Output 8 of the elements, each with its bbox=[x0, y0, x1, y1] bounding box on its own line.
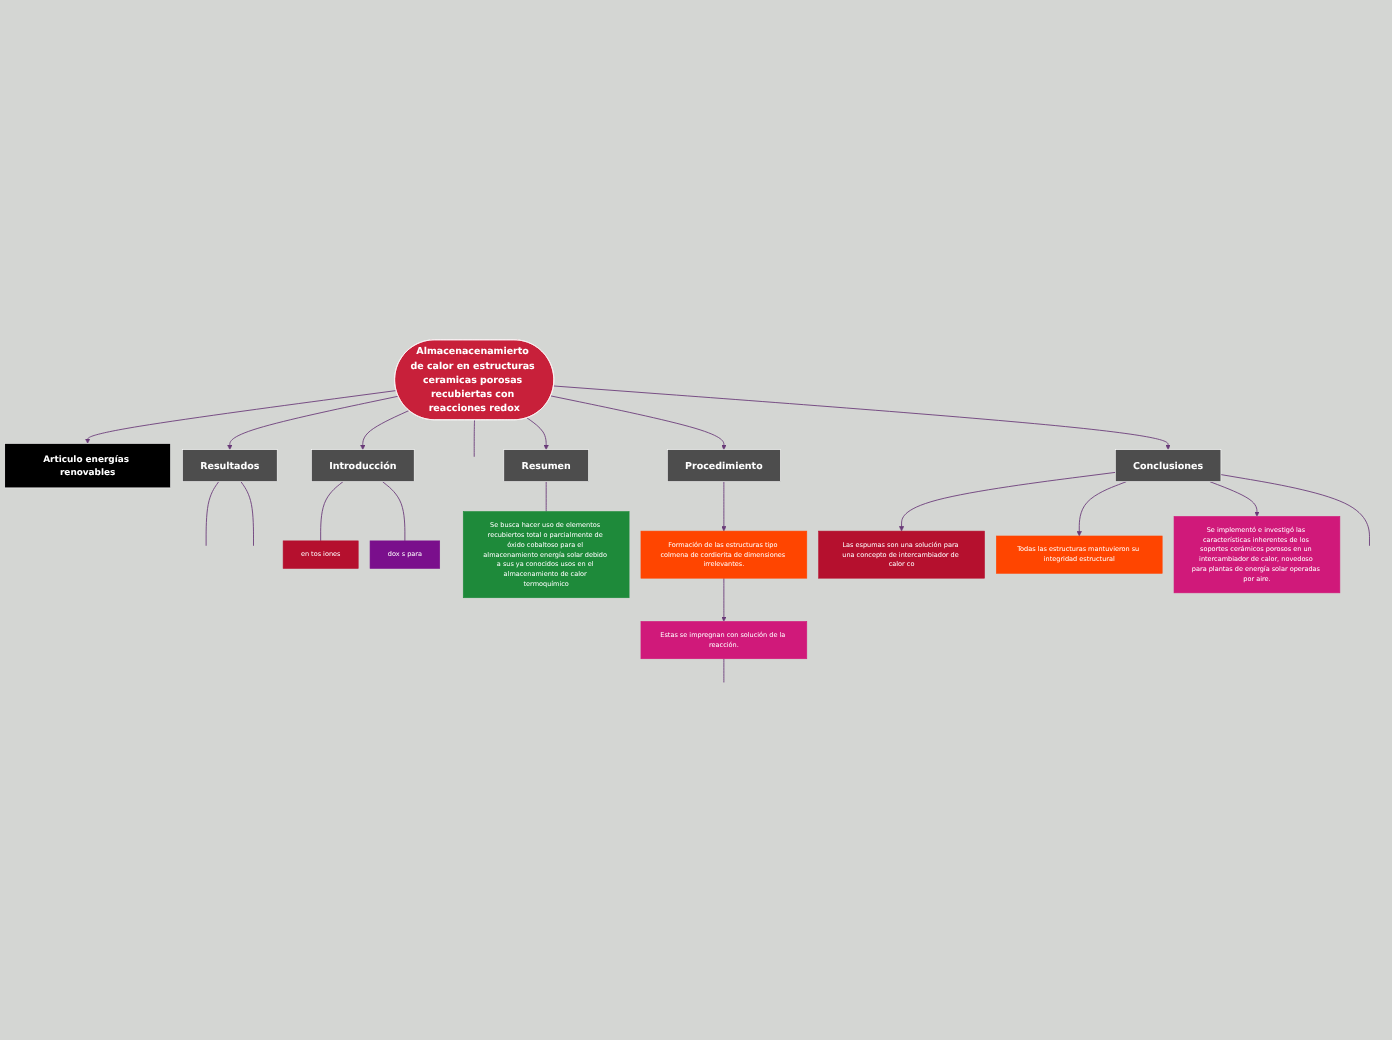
connector bbox=[240, 481, 254, 547]
connector bbox=[1220, 474, 1370, 547]
connector bbox=[473, 419, 475, 458]
connector bbox=[545, 481, 547, 512]
connector bbox=[723, 658, 725, 683]
connector bbox=[382, 481, 406, 542]
connector bbox=[205, 481, 220, 547]
connector bbox=[320, 481, 344, 542]
